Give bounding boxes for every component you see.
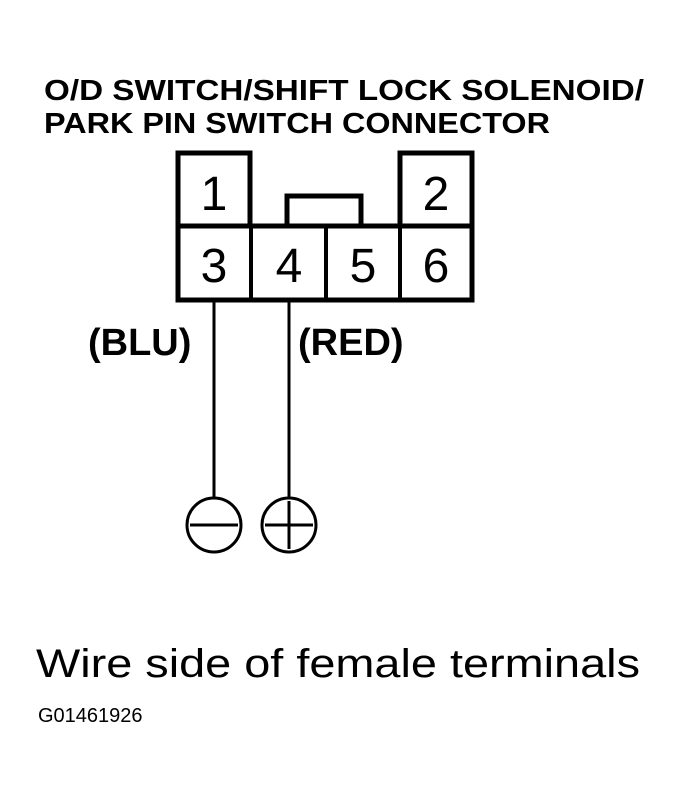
diagram-title-line-2: PARK PIN SWITCH CONNECTOR xyxy=(44,108,550,140)
diagram-caption: Wire side of female terminals xyxy=(36,642,640,686)
pin-number-5: 5 xyxy=(350,240,377,293)
figure-id: G01461926 xyxy=(38,705,143,727)
pin-number-4: 4 xyxy=(276,240,303,293)
minus-terminal-icon xyxy=(185,496,243,554)
diagram-title-line-1: O/D SWITCH/SHIFT LOCK SOLENOID/ xyxy=(44,75,644,107)
plus-terminal-icon xyxy=(260,496,318,554)
wire-label-blu: (BLU) xyxy=(88,322,191,364)
connector-key-tab xyxy=(284,193,364,231)
connector-housing xyxy=(175,150,475,303)
wire-label-red: (RED) xyxy=(298,322,404,364)
pin-number-1: 1 xyxy=(201,168,228,221)
pin-number-3: 3 xyxy=(201,240,228,293)
pin-number-2: 2 xyxy=(423,168,450,221)
pin-number-6: 6 xyxy=(423,240,450,293)
